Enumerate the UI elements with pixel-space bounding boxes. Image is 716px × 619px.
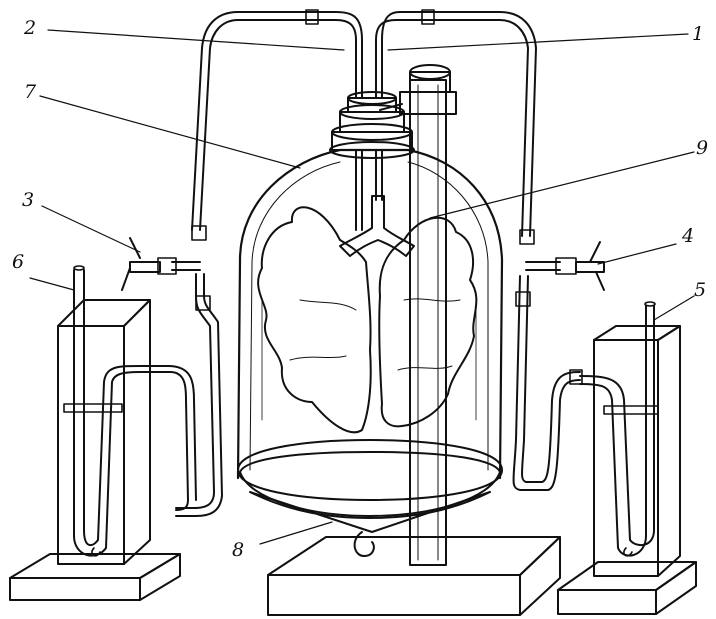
center-base	[268, 537, 560, 615]
left-lung	[258, 207, 371, 432]
hook	[355, 532, 374, 556]
label-6: 6	[12, 251, 24, 273]
label-3: 3	[22, 189, 34, 211]
label-8: 8	[232, 539, 244, 561]
right-tube-to-manometer	[514, 276, 583, 490]
label-2: 2	[23, 17, 36, 39]
right-stopcock	[520, 230, 604, 290]
left-stopcock	[122, 226, 206, 290]
rod-clamp	[400, 92, 456, 114]
right-lung	[379, 218, 476, 427]
label-9: 9	[696, 137, 708, 159]
lungs	[258, 196, 476, 432]
right-manometer	[558, 302, 696, 614]
left-manometer	[10, 266, 196, 600]
label-1: 1	[692, 23, 704, 45]
membrane-cone	[250, 492, 490, 532]
inner-tubes	[356, 150, 382, 230]
label-5: 5	[694, 279, 706, 301]
label-4: 4	[681, 225, 694, 247]
label-7: 7	[24, 81, 37, 103]
left-tube-to-manometer	[176, 274, 222, 516]
stopper	[330, 92, 414, 158]
liquid-layer	[240, 452, 500, 516]
